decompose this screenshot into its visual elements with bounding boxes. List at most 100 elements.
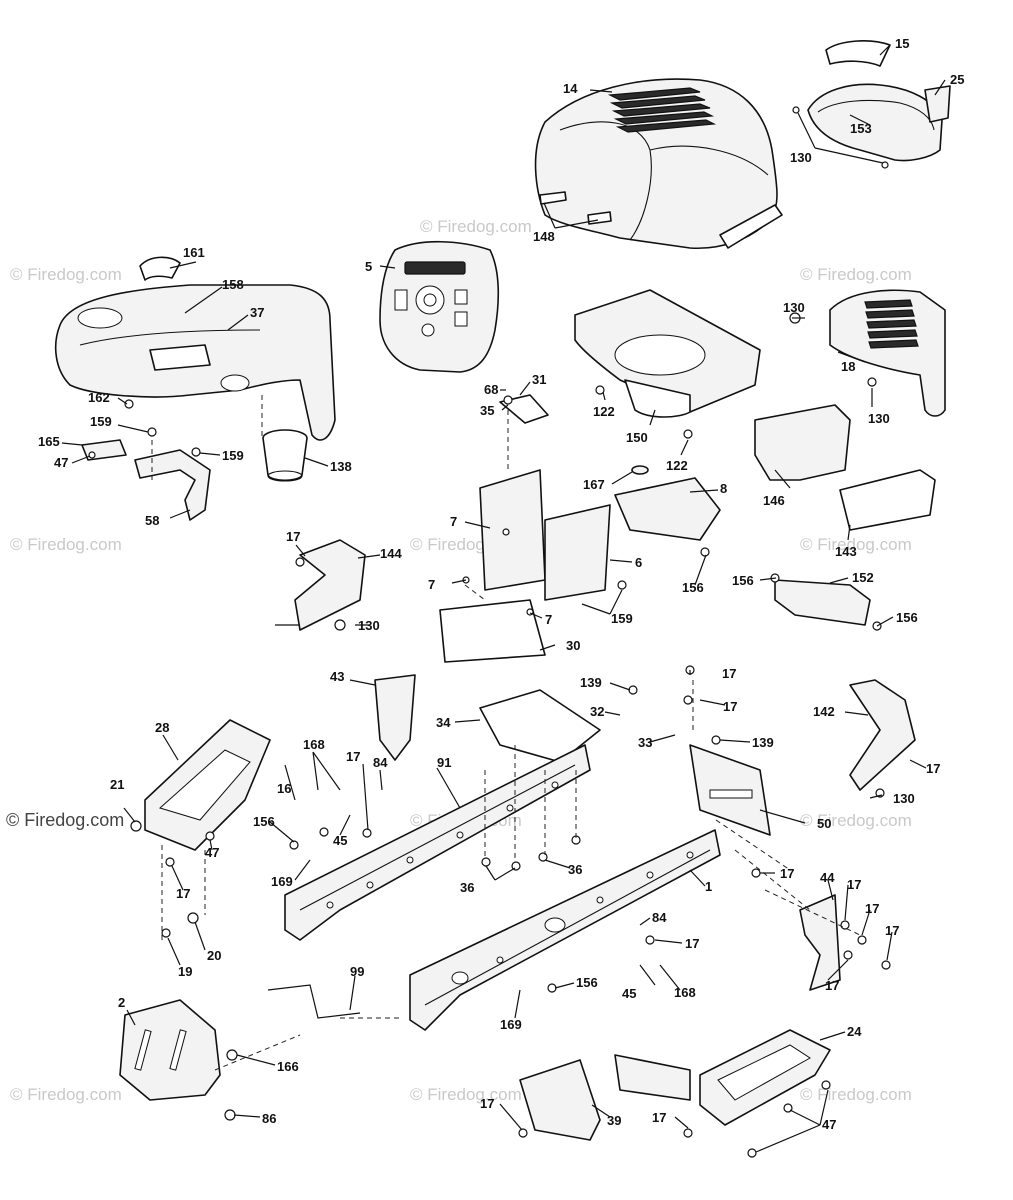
callout-label: 17 [685, 936, 699, 951]
watermark: © Firedog.com [800, 811, 912, 830]
callout-label: 17 [885, 923, 899, 938]
callout-label: 30 [566, 638, 580, 653]
light-brackets [294, 539, 916, 791]
side-panels [754, 404, 936, 531]
callout-label: 15 [895, 36, 909, 51]
callout-label: 168 [674, 985, 696, 1000]
callout-label: 156 [896, 610, 918, 625]
callout-label: 36 [568, 862, 582, 877]
callout-label: 34 [436, 715, 451, 730]
callout-label: 14 [563, 81, 578, 96]
callout-label: 17 [865, 901, 879, 916]
callout-label: 169 [500, 1017, 522, 1032]
callout-label: 21 [110, 777, 124, 792]
callout-label: 1 [705, 879, 712, 894]
callout-label: 122 [666, 458, 688, 473]
callout-label: 122 [593, 404, 615, 419]
callout-label: 24 [847, 1024, 862, 1039]
hitch-plate [519, 1054, 691, 1141]
callout-label: 17 [652, 1110, 666, 1125]
hood-vents [607, 87, 717, 133]
callout-label: 165 [38, 434, 60, 449]
callout-label: 17 [847, 877, 861, 892]
callout-label: 148 [533, 229, 555, 244]
callout-label: 130 [868, 411, 890, 426]
watermark: © Firedog.com [420, 217, 532, 236]
callout-label: 7 [428, 577, 435, 592]
callout-label: 31 [532, 372, 546, 387]
watermark: © Firedog.com [10, 1085, 122, 1104]
callout-label: 17 [723, 699, 737, 714]
callout-label: 86 [262, 1111, 276, 1126]
callout-label: 32 [590, 704, 604, 719]
callout-label: 45 [622, 986, 636, 1001]
callout-label: 150 [626, 430, 648, 445]
callout-label: 143 [835, 544, 857, 559]
callout-labels: 15 25 14 153 130 148 161 5 158 37 130 18… [38, 36, 964, 1132]
callout-label: 17 [286, 529, 300, 544]
watermark: © Firedog.com [800, 265, 912, 284]
rod [267, 984, 361, 1019]
callout-label: 162 [88, 390, 110, 405]
foot-pad-left [144, 719, 271, 851]
callout-label: 99 [350, 964, 364, 979]
callout-label: 36 [460, 880, 474, 895]
callout-label: 50 [817, 816, 831, 831]
callout-label: 17 [825, 978, 839, 993]
callout-label: 144 [380, 546, 402, 561]
fasteners [124, 312, 891, 1158]
left-frame-rail [284, 744, 591, 941]
callout-label: 139 [752, 735, 774, 750]
rear-bracket [774, 579, 871, 626]
callout-label: 44 [820, 870, 835, 885]
callout-label: 2 [118, 995, 125, 1010]
callout-label: 156 [682, 580, 704, 595]
callout-label: 5 [365, 259, 372, 274]
hood-assembly [534, 78, 783, 250]
callout-label: 139 [580, 675, 602, 690]
callout-label: 39 [607, 1113, 621, 1128]
callout-label: 168 [303, 737, 325, 752]
cowl [574, 289, 761, 418]
callout-label: 18 [841, 359, 855, 374]
watermark: © Firedog.com [10, 535, 122, 554]
callout-label: 84 [373, 755, 388, 770]
foot-pad-right [699, 1029, 831, 1126]
dash-panel [379, 240, 500, 373]
seat-bracket [81, 439, 211, 521]
callout-label: 19 [178, 964, 192, 979]
callout-label: 7 [545, 612, 552, 627]
callout-label: 17 [346, 749, 360, 764]
rear-fender [54, 256, 336, 441]
callout-label: 43 [330, 669, 344, 684]
front-bracket [689, 744, 771, 836]
assembly-lines [151, 395, 861, 1071]
grille-vents [864, 299, 919, 349]
callout-label: 28 [155, 720, 169, 735]
axle-bracket [799, 894, 841, 991]
callout-label: 68 [484, 382, 498, 397]
callout-label: 159 [90, 414, 112, 429]
watermark: © Firedog.com [10, 265, 122, 284]
cup-holder [262, 429, 308, 482]
grille-housing [829, 289, 946, 417]
callout-label: 7 [450, 514, 457, 529]
callout-label: 47 [822, 1117, 836, 1132]
callout-label: 166 [277, 1059, 299, 1074]
watermark: © Firedog.com [6, 810, 124, 830]
callout-label: 152 [852, 570, 874, 585]
callout-label: 35 [480, 403, 494, 418]
callout-label: 17 [722, 666, 736, 681]
callout-label: 146 [763, 493, 785, 508]
callout-label: 20 [207, 948, 221, 963]
callout-label: 17 [480, 1096, 494, 1111]
callout-label: 159 [611, 611, 633, 626]
callout-label: 130 [783, 300, 805, 315]
callout-label: 156 [253, 814, 275, 829]
callout-label: 169 [271, 874, 293, 889]
right-frame-rail [409, 829, 721, 1031]
callout-label: 47 [205, 845, 219, 860]
callout-label: 130 [358, 618, 380, 633]
watermark: © Firedog.com [800, 535, 912, 554]
